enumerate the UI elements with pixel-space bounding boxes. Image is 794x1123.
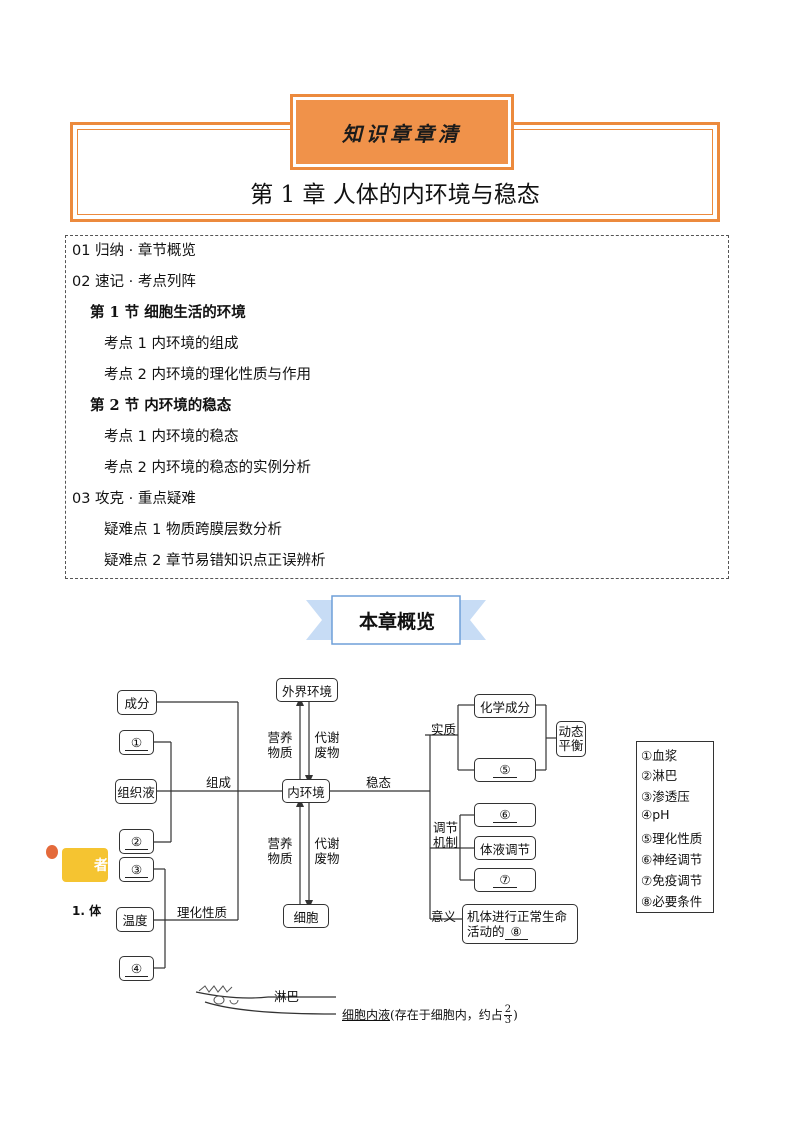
chapter-title: 第 1 章 人体的内环境与稳态 bbox=[250, 182, 540, 208]
answer-key-item: ①血浆 bbox=[641, 748, 678, 763]
node-waijie: 外界环境 bbox=[276, 678, 338, 702]
node-chengfen: 成分 bbox=[117, 690, 157, 715]
node-xibao: 细胞 bbox=[283, 904, 329, 928]
answer-key-item: ④pH bbox=[641, 807, 670, 822]
banner-title: 本章概览 bbox=[358, 610, 435, 633]
toc-section[interactable]: 第 1 节 细胞生活的环境 bbox=[90, 304, 246, 321]
toc-item[interactable]: 考点 1 内环境的组成 bbox=[104, 336, 239, 352]
answer-key-item: ⑦免疫调节 bbox=[641, 873, 703, 888]
answer-key: ①血浆 ②淋巴 ③渗透压 ④pH ⑤理化性质 ⑥神经调节 ⑦免疫调节 ⑧必要条件 bbox=[636, 741, 714, 913]
header-tag: 知识章章清 bbox=[342, 121, 462, 146]
node-blank-4: ④ bbox=[119, 956, 154, 981]
label-shizhi: 实质 bbox=[431, 722, 457, 737]
node-tiye: 体液调节 bbox=[474, 836, 536, 860]
toc-item[interactable]: 疑难点 1 物质跨膜层数分析 bbox=[104, 522, 282, 538]
toc-item[interactable]: 03 攻克 · 重点疑难 bbox=[72, 491, 196, 507]
node-blank-6: ⑥ bbox=[474, 803, 536, 827]
answer-key-item: ⑧必要条件 bbox=[641, 894, 703, 909]
toc-item[interactable]: 疑难点 2 章节易错知识点正误辨析 bbox=[104, 553, 326, 569]
item-prefix: 1. 体 bbox=[72, 904, 102, 918]
node-dongtai: 动态平衡 bbox=[556, 721, 586, 757]
sticker-icon bbox=[62, 848, 108, 882]
answer-key-item: ③渗透压 bbox=[641, 789, 690, 804]
label-yingyang-bottom: 营养物质 bbox=[267, 836, 293, 866]
label-daixie-bottom: 代谢废物 bbox=[314, 836, 340, 866]
label-lihuaxingzhi: 理化性质 bbox=[177, 905, 228, 920]
label-yiyi: 意义 bbox=[431, 909, 457, 924]
label-yingyang-top: 营养物质 bbox=[267, 730, 293, 760]
toc-item[interactable]: 考点 2 内环境的理化性质与作用 bbox=[104, 367, 311, 383]
node-blank-5: ⑤ bbox=[474, 758, 536, 782]
toc-item[interactable]: 01 归纳 · 章节概览 bbox=[72, 243, 196, 259]
label-linba-fragment: 淋巴 bbox=[274, 989, 300, 1004]
node-zuzhiye: 组织液 bbox=[115, 779, 157, 804]
label-tiaojie: 调节机制 bbox=[433, 820, 459, 850]
toc-item[interactable]: 考点 2 内环境的稳态的实例分析 bbox=[104, 460, 311, 476]
node-neihuanjing: 内环境 bbox=[282, 779, 330, 803]
answer-key-item: ⑤理化性质 bbox=[641, 831, 703, 846]
label-zucheng: 组成 bbox=[206, 775, 232, 790]
node-wendu: 温度 bbox=[116, 907, 154, 932]
answer-key-item: ②淋巴 bbox=[641, 768, 678, 783]
banner-ribbon bbox=[306, 595, 486, 645]
toc-item[interactable]: 考点 1 内环境的稳态 bbox=[104, 429, 239, 445]
header-tag-fill bbox=[296, 100, 508, 164]
node-blank-1: ① bbox=[119, 730, 154, 755]
node-blank-3: ③ bbox=[119, 857, 154, 882]
label-wentai: 稳态 bbox=[366, 775, 392, 790]
sticker-text: 者 bbox=[94, 858, 108, 874]
node-blank-2: ② bbox=[119, 829, 154, 854]
answer-key-item: ⑥神经调节 bbox=[641, 852, 703, 867]
sticker-dot-icon bbox=[46, 845, 58, 859]
node-huaxue: 化学成分 bbox=[474, 694, 536, 718]
toc-section[interactable]: 第 2 节 内环境的稳态 bbox=[90, 397, 232, 414]
label-daixie-top: 代谢废物 bbox=[314, 730, 340, 760]
toc-item[interactable]: 02 速记 · 考点列阵 bbox=[72, 274, 196, 290]
node-blank-7: ⑦ bbox=[474, 868, 536, 892]
table-of-contents: 01 归纳 · 章节概览 02 速记 · 考点列阵 第 1 节 细胞生活的环境 … bbox=[65, 235, 729, 579]
